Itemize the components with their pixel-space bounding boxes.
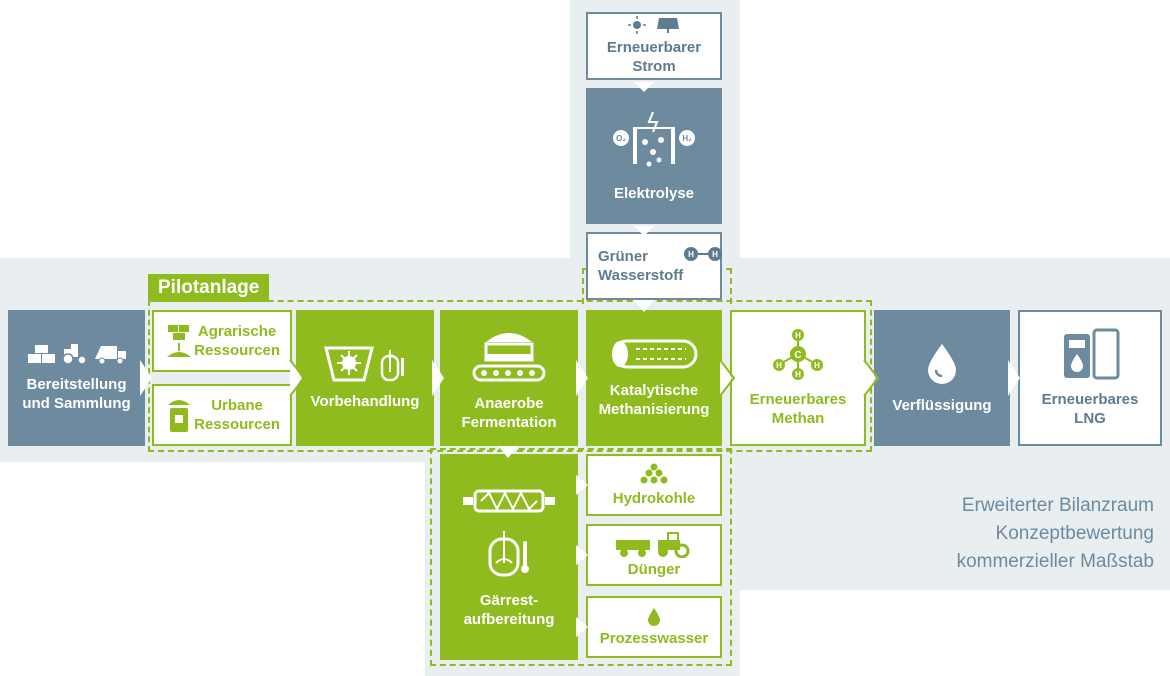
arrow-down — [634, 300, 654, 312]
node-duenger: Dünger — [586, 524, 722, 586]
arrow-right — [576, 360, 588, 396]
label-anaerobe: Anaerobe Fermentation — [461, 395, 557, 431]
node-katalytische: Katalytische Methanisierung — [586, 310, 722, 446]
node-strom: Erneuerbarer Strom — [586, 12, 722, 80]
reactor-icon — [380, 348, 406, 382]
waste-bin-icon — [164, 395, 194, 435]
catalytic-tube-icon — [608, 337, 700, 371]
node-anaerobe: Anaerobe Fermentation — [440, 310, 578, 446]
tractor-icon — [61, 343, 89, 365]
droplet-icon — [925, 342, 959, 386]
sun-icon — [628, 16, 646, 34]
node-agrarische: Agrarische Ressourcen — [152, 310, 292, 372]
h2-left-label: H — [688, 250, 694, 259]
arrow-down — [634, 226, 654, 236]
fuel-pump-icon — [1058, 328, 1122, 380]
methane-h-label: H — [776, 361, 782, 370]
label-gaerrest: Gärrest- aufbereitung — [463, 592, 555, 628]
methane-c-label: C — [794, 350, 801, 361]
methane-h-label: H — [814, 361, 820, 370]
arrow-right — [576, 545, 588, 565]
hay-bale-icon — [27, 343, 57, 365]
pilot-boundary-digestate — [430, 448, 732, 666]
o2-label: O₂ — [616, 134, 626, 143]
methane-h-label: H — [795, 370, 801, 379]
label-bereitstellung: Bereitstellung und Sammlung — [22, 376, 131, 412]
node-gaerrest: Gärrest- aufbereitung — [440, 454, 578, 660]
label-verfluessigung: Verflüssigung — [892, 396, 992, 414]
shredder-icon — [324, 346, 374, 382]
label-hydrokohle: Hydrokohle — [612, 489, 696, 507]
label-vorbehandlung: Vorbehandlung — [310, 392, 420, 410]
arrow-outline — [289, 359, 306, 397]
node-prozesswasser: Prozesswasser — [586, 596, 722, 658]
solar-panel-icon — [656, 16, 680, 34]
methane-h-label: H — [795, 331, 801, 340]
node-lng: Erneuerbares LNG — [1018, 310, 1162, 446]
digester-icon — [470, 324, 548, 384]
electrolysis-icon: O₂ H₂ — [609, 110, 699, 174]
label-prozesswasser: Prozesswasser — [599, 629, 709, 647]
arrow-right — [1008, 360, 1020, 396]
arrow-outline — [863, 359, 880, 397]
label-duenger: Dünger — [627, 560, 681, 578]
background-right-extension — [740, 440, 1170, 590]
arrow-outline — [719, 359, 736, 397]
node-bereitstellung: Bereitstellung und Sammlung — [8, 310, 145, 446]
decanter-icon — [461, 485, 557, 517]
label-strom: Erneuerbarer Strom — [606, 39, 702, 75]
arrow-down — [634, 82, 654, 92]
arrow-down — [498, 446, 518, 458]
coal-pile-icon — [637, 463, 671, 487]
caption-extended-scope: Erweiterter Bilanzraum Konzeptbewertung … — [956, 495, 1154, 572]
label-wasserstoff: Grüner Wasserstoff — [598, 248, 684, 284]
arrow-right — [290, 360, 302, 396]
label-elektrolyse: Elektrolyse — [613, 184, 695, 202]
arrow-right — [432, 360, 444, 396]
h2-right-label: H — [712, 250, 718, 259]
arrow-right — [140, 360, 152, 396]
label-urbane: Urbane Ressourcen — [194, 397, 280, 433]
h2-label: H₂ — [682, 134, 692, 143]
label-lng: Erneuerbares LNG — [1041, 391, 1139, 427]
garbage-truck-icon — [93, 343, 127, 365]
node-verfluessigung: Verflüssigung — [874, 310, 1010, 446]
node-elektrolyse: O₂ H₂ Elektrolyse — [586, 88, 722, 224]
label-katalytische: Katalytische Methanisierung — [598, 382, 710, 418]
arrow-right — [864, 360, 876, 396]
pilot-tag: Pilotanlage — [148, 274, 270, 302]
node-vorbehandlung: Vorbehandlung — [296, 310, 434, 446]
node-urbane: Urbane Ressourcen — [152, 384, 292, 446]
reactor-icon — [486, 529, 532, 579]
tractor-icon — [614, 531, 694, 558]
arrow-right — [576, 617, 588, 637]
water-drop-icon — [646, 607, 662, 627]
plant-icon — [164, 323, 194, 359]
label-methan: Erneuerbares Methan — [749, 391, 847, 427]
arrow-right — [576, 475, 588, 495]
arrow-right — [720, 360, 732, 396]
label-agrarische: Agrarische Ressourcen — [194, 323, 280, 359]
node-hydrokohle: Hydrokohle — [586, 454, 722, 516]
